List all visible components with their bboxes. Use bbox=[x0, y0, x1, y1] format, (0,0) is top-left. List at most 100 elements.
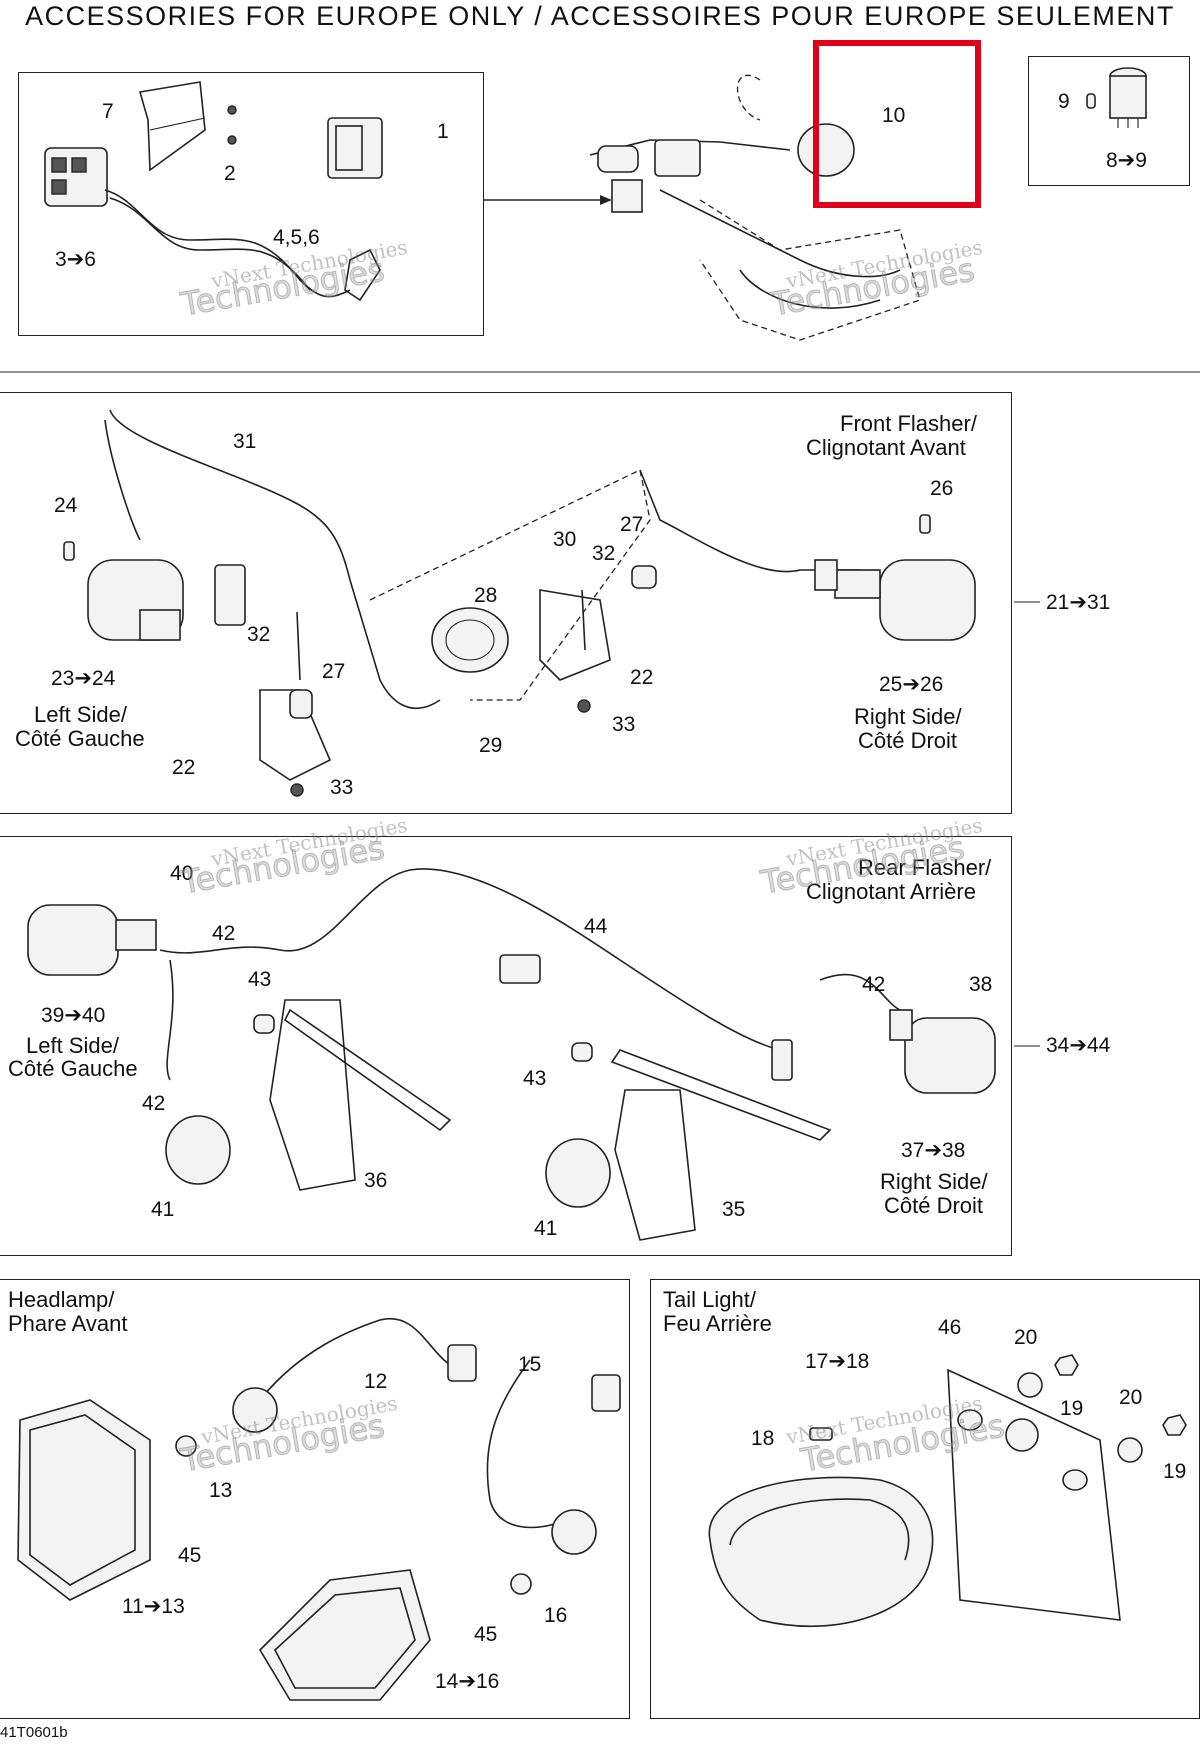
socket-16 bbox=[551, 1509, 597, 1555]
callout-30: 30 bbox=[553, 528, 577, 551]
connector-rear bbox=[499, 954, 541, 984]
callout-12: 12 bbox=[364, 1370, 388, 1393]
callout-14-16: 14➔16 bbox=[435, 1670, 500, 1693]
connector-front bbox=[214, 564, 246, 626]
callout-32a: 32 bbox=[592, 542, 616, 565]
relay-part bbox=[327, 117, 383, 179]
screw-2b bbox=[227, 135, 237, 145]
callout-26: 26 bbox=[930, 477, 954, 500]
connector-4-6 bbox=[344, 248, 381, 302]
callout-29: 29 bbox=[479, 734, 503, 757]
callout-27b: 27 bbox=[322, 660, 346, 683]
harness-wire bbox=[104, 189, 351, 298]
callout-4-5-6: 4,5,6 bbox=[273, 226, 320, 249]
front-flasher-panel bbox=[0, 392, 1012, 814]
tail-light-caption-fr: Feu Arrière bbox=[663, 1311, 772, 1336]
top-left-inset-panel bbox=[18, 72, 484, 336]
harness-12 bbox=[259, 1317, 461, 1401]
tail-light-17-18 bbox=[708, 1476, 934, 1628]
flasher-left-front bbox=[87, 559, 184, 641]
socket-12 bbox=[232, 1387, 278, 1433]
range-34-44: 34➔44 bbox=[1046, 1034, 1111, 1057]
grommet-43b bbox=[571, 1042, 593, 1062]
callout-22a: 22 bbox=[630, 666, 654, 689]
nut-19b bbox=[1162, 1414, 1187, 1436]
horn-28 bbox=[431, 607, 509, 673]
headlamp-11-13 bbox=[17, 1399, 151, 1601]
socket-8-9 bbox=[1086, 67, 1147, 128]
gauge-10 bbox=[797, 123, 855, 177]
rear-left-caption-fr: Côté Gauche bbox=[8, 1056, 138, 1081]
connector-12 bbox=[447, 1344, 477, 1382]
bracket-36 bbox=[269, 999, 452, 1191]
cover-41b bbox=[545, 1138, 611, 1208]
connector-rear-right bbox=[771, 1039, 793, 1081]
rear-right-caption-en: Right Side/ bbox=[880, 1169, 988, 1194]
callout-9: 9 bbox=[1058, 90, 1070, 113]
callout-46: 46 bbox=[938, 1316, 962, 1339]
rear-flasher-panel bbox=[0, 836, 1012, 1256]
callout-32b: 32 bbox=[247, 623, 271, 646]
callout-28: 28 bbox=[474, 584, 498, 607]
switch-3-6 bbox=[44, 147, 108, 207]
front-flasher-caption-en: Front Flasher/ bbox=[840, 411, 977, 436]
range-21-31: 21➔31 bbox=[1046, 591, 1111, 614]
callout-20b: 20 bbox=[1119, 1386, 1143, 1409]
callout-33b: 33 bbox=[330, 776, 354, 799]
callout-20a: 20 bbox=[1014, 1326, 1038, 1349]
bracket-46 bbox=[947, 1368, 1121, 1621]
callout-39-40: 39➔40 bbox=[41, 1004, 106, 1027]
callout-10: 10 bbox=[882, 104, 906, 127]
front-left-caption-en: Left Side/ bbox=[34, 702, 127, 727]
callout-17-18: 17➔18 bbox=[805, 1350, 870, 1373]
callout-7: 7 bbox=[102, 100, 114, 123]
bulb-26 bbox=[919, 514, 931, 534]
harness-44 bbox=[159, 868, 781, 1051]
front-flasher-caption-fr: Clignotant Avant bbox=[806, 435, 966, 460]
washer-20b bbox=[1117, 1437, 1143, 1463]
callout-41a: 41 bbox=[151, 1198, 175, 1221]
callout-18: 18 bbox=[751, 1427, 775, 1450]
rear-left-caption-en: Left Side/ bbox=[26, 1033, 119, 1058]
callout-40: 40 bbox=[170, 862, 194, 885]
flasher-left-rear bbox=[27, 904, 157, 976]
callout-35: 35 bbox=[722, 1198, 746, 1221]
diagram-code: 41T0601b bbox=[0, 1724, 68, 1741]
bulb-24 bbox=[63, 541, 75, 561]
bulb-13 bbox=[175, 1435, 197, 1457]
bulb-18 bbox=[809, 1427, 833, 1441]
front-left-caption-fr: Côté Gauche bbox=[15, 726, 145, 751]
callout-25-26: 25➔26 bbox=[879, 673, 944, 696]
callout-2: 2 bbox=[224, 162, 236, 185]
callout-3-6: 3➔6 bbox=[55, 248, 96, 271]
headlamp-caption-fr: Phare Avant bbox=[8, 1311, 128, 1336]
bolt-32b bbox=[581, 589, 586, 651]
diagram-title: ACCESSORIES FOR EUROPE ONLY / ACCESSOIRE… bbox=[25, 1, 1175, 31]
front-right-caption-en: Right Side/ bbox=[854, 704, 962, 729]
callout-43a: 43 bbox=[248, 968, 272, 991]
callout-31: 31 bbox=[233, 430, 257, 453]
headlamp-caption-en: Headlamp/ bbox=[8, 1287, 115, 1312]
arrow-head bbox=[600, 195, 612, 205]
nut-33b bbox=[577, 699, 591, 713]
callout-11-13: 11➔13 bbox=[122, 1595, 185, 1618]
rear-right-caption-fr: Côté Droit bbox=[884, 1193, 984, 1218]
nut-33a bbox=[290, 783, 304, 797]
grommet-27a bbox=[289, 689, 313, 719]
callout-44: 44 bbox=[584, 915, 608, 938]
top-right-inset-panel bbox=[1028, 56, 1190, 186]
callout-19b: 19 bbox=[1163, 1460, 1187, 1483]
rear-flasher-caption-fr: Clignotant Arrière bbox=[806, 879, 976, 904]
bracket-35 bbox=[610, 1049, 832, 1241]
grommet-43a bbox=[253, 1014, 275, 1034]
flasher-right-rear bbox=[889, 1009, 996, 1094]
callout-45a: 45 bbox=[178, 1544, 202, 1567]
headlamp-panel bbox=[0, 1279, 630, 1719]
callout-45b: 45 bbox=[474, 1623, 498, 1646]
callout-37-38: 37➔38 bbox=[901, 1139, 966, 1162]
connector-15 bbox=[591, 1374, 621, 1412]
callout-42b: 42 bbox=[862, 973, 886, 996]
screw-2a bbox=[227, 105, 237, 115]
